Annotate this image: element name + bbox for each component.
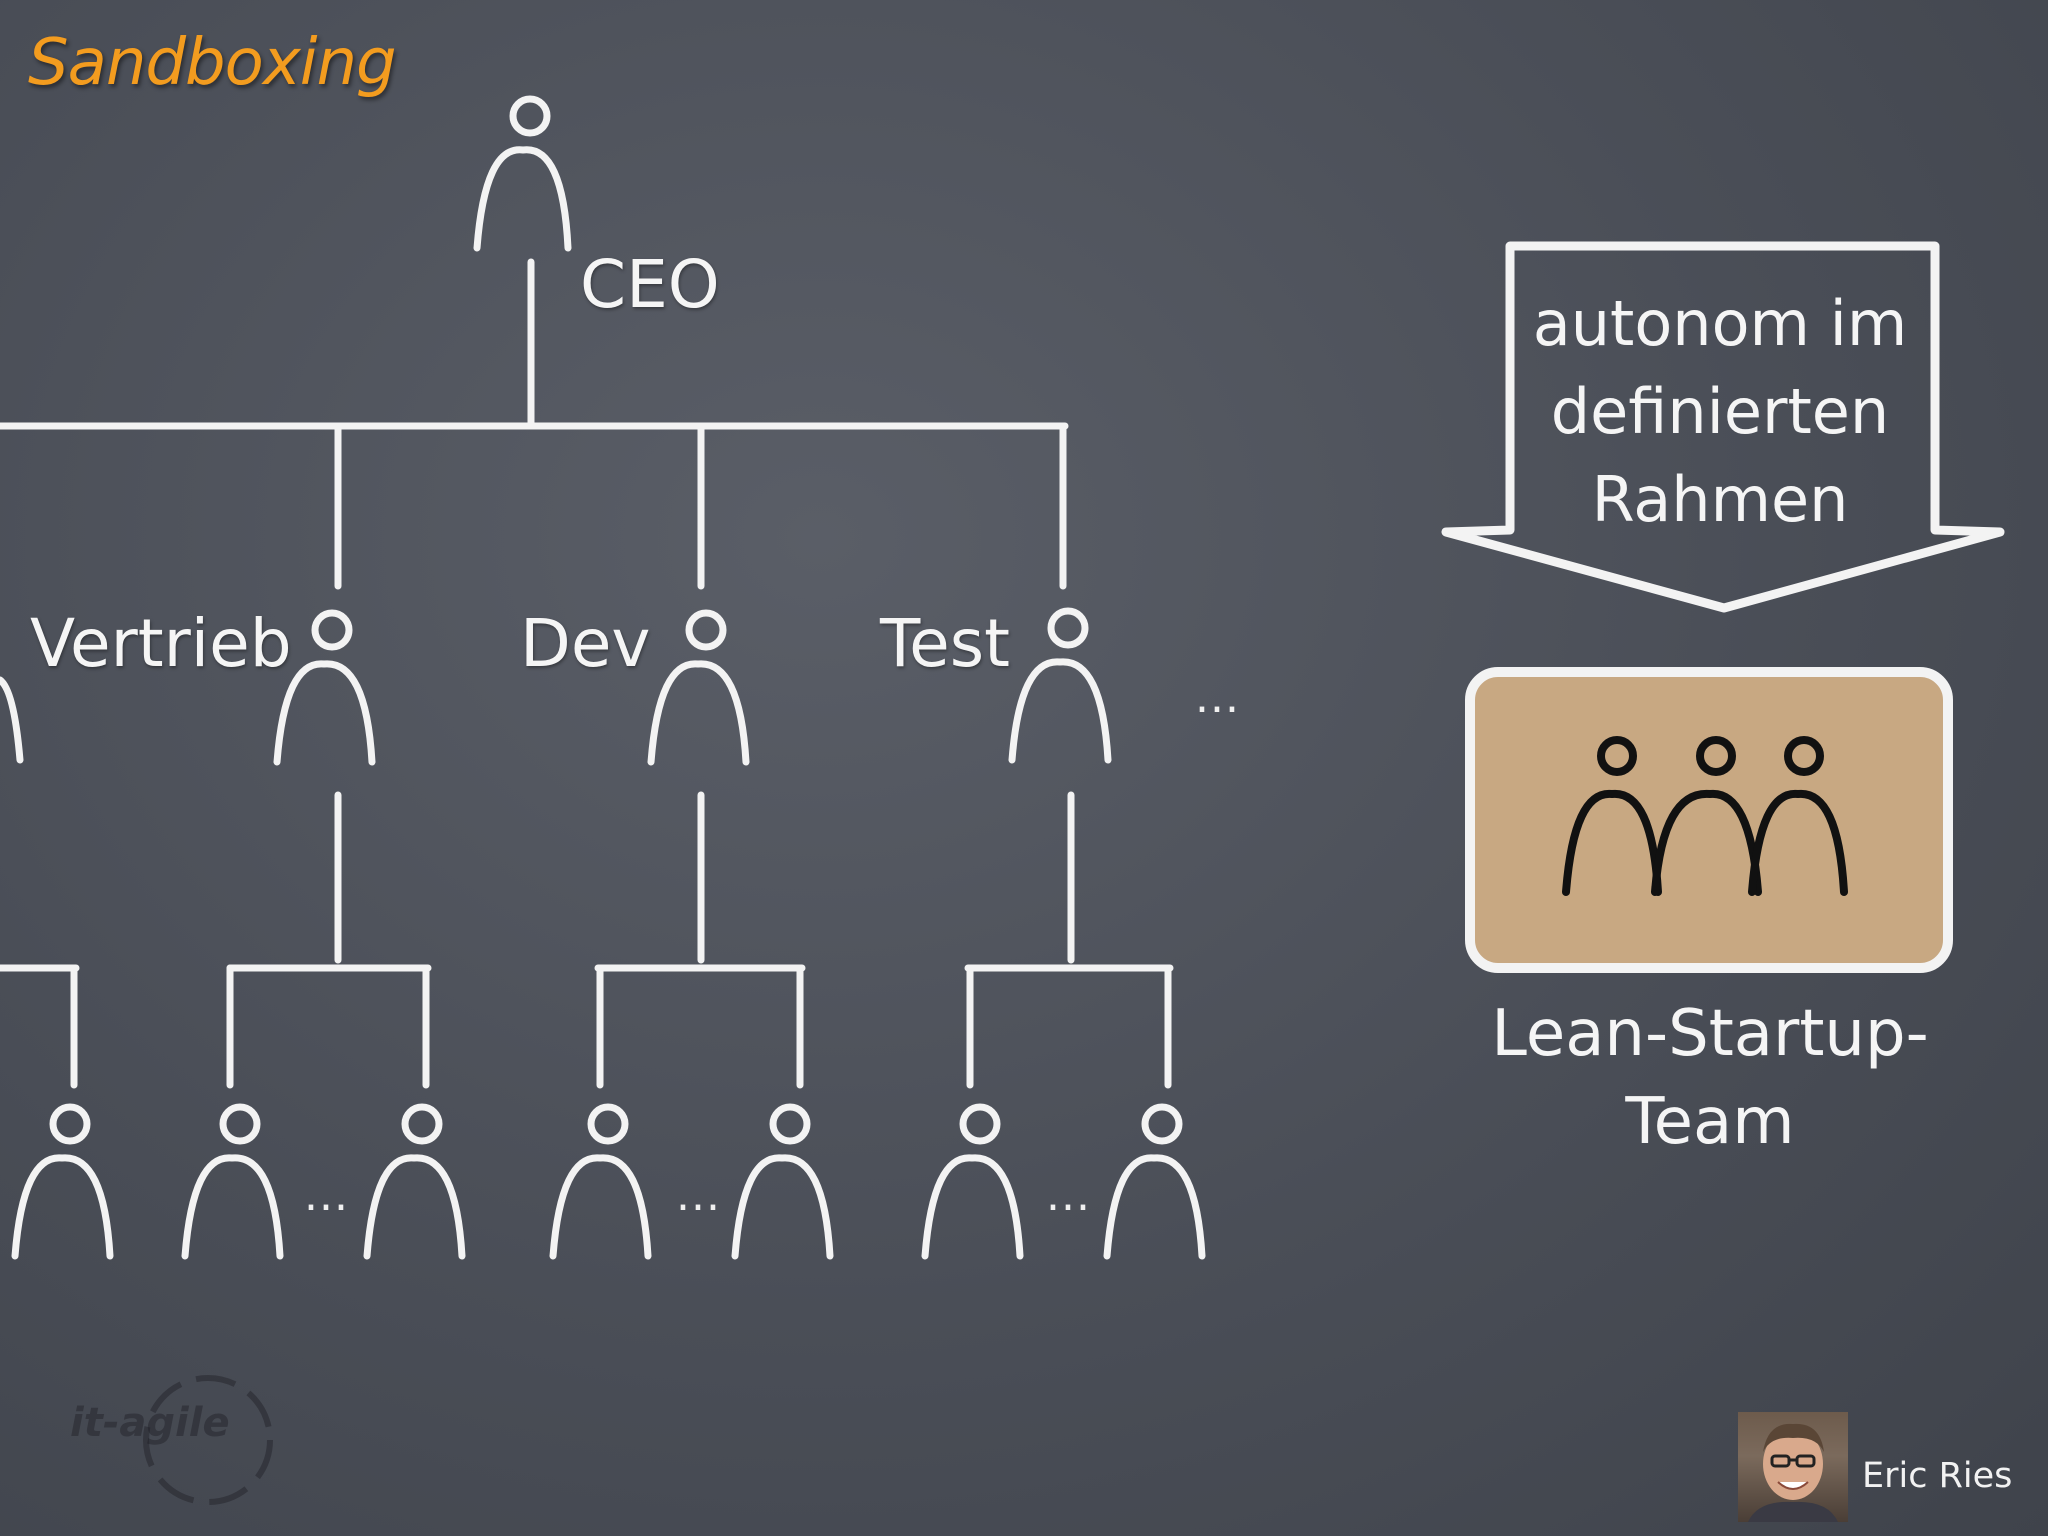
ceo-person-icon <box>473 95 572 252</box>
presenter-photo <box>1738 1412 1848 1522</box>
ellipsis: ... <box>676 1170 721 1221</box>
more-departments-ellipsis: ... <box>1195 672 1240 723</box>
team-box <box>1465 667 1953 973</box>
downward-arrow <box>1441 241 2005 613</box>
ceo-label: CEO <box>580 246 720 323</box>
department-label-vertrieb: Vertrieb <box>30 605 292 682</box>
arrow-text-line: Rahmen <box>1591 463 1849 536</box>
arrow-text-line: definierten <box>1550 375 1890 448</box>
watermark-text: it-agile <box>70 1400 230 1446</box>
department-label-test: Test <box>880 605 1010 682</box>
team-person-icons <box>1562 736 1848 896</box>
team-label: Lean-Startup- Team <box>1450 990 1970 1166</box>
hierarchy-lines <box>0 258 1174 1089</box>
team-label-line: Lean-Startup- <box>1491 997 1929 1071</box>
ellipsis: ... <box>1046 1170 1091 1221</box>
team-label-line: Team <box>1625 1085 1795 1159</box>
slide-title: Sandboxing <box>28 26 397 100</box>
watermark-logo-icon <box>143 1375 273 1505</box>
arrow-text: autonom im definierten Rahmen <box>1510 280 1930 544</box>
presenter-name: Eric Ries <box>1862 1456 2013 1496</box>
employee-person-icons <box>11 1103 1206 1260</box>
ellipsis: ... <box>304 1170 349 1221</box>
department-label-dev: Dev <box>520 605 651 682</box>
arrow-text-line: autonom im <box>1532 287 1908 360</box>
department-person-icons <box>0 607 1112 766</box>
